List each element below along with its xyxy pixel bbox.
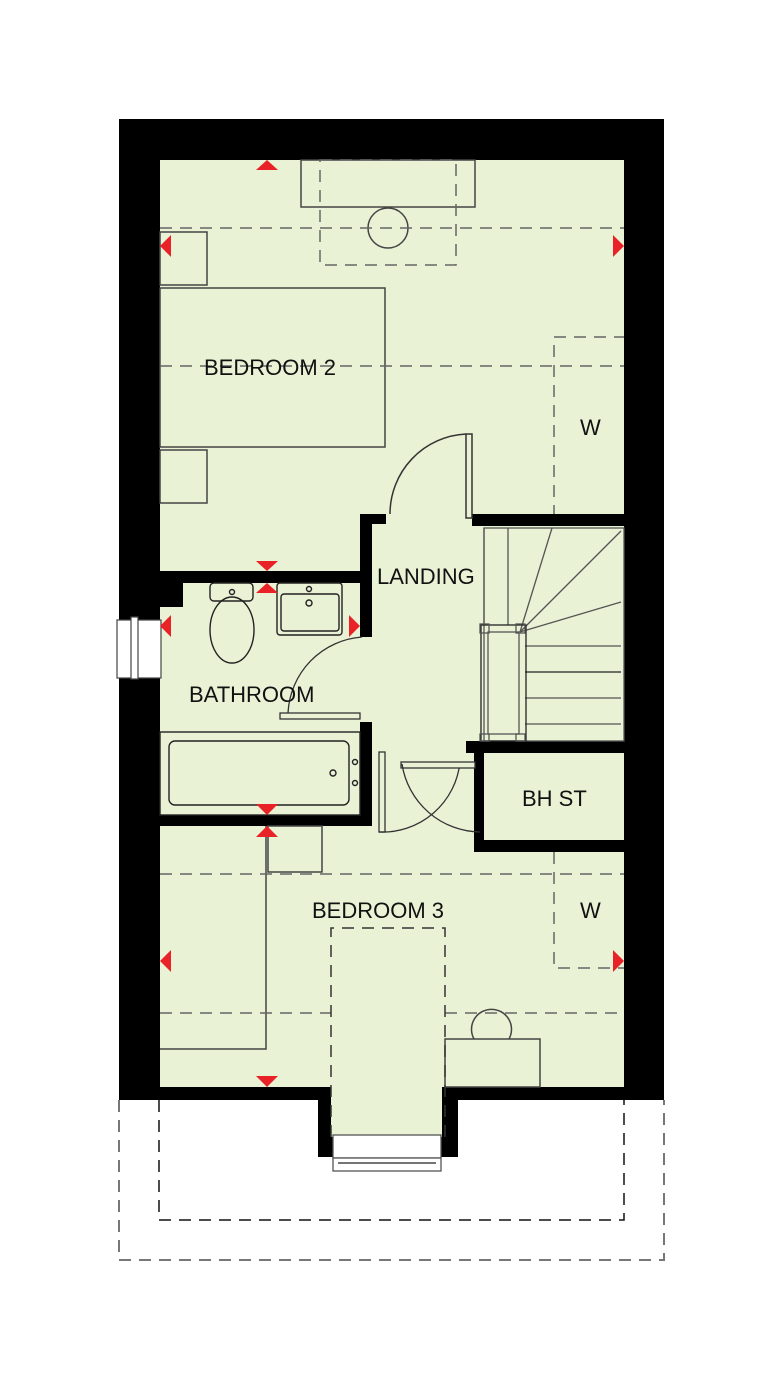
label-bedroom-3: BEDROOM 3	[312, 898, 444, 923]
bedroom2-dashed-lines	[160, 159, 624, 517]
dimension-arrow-icon	[349, 615, 360, 637]
door-bathroom[interactable]	[279, 636, 363, 720]
dimension-arrow-icon	[160, 950, 171, 972]
bedroom3-dashed-lines	[160, 852, 624, 1137]
desk-icon	[444, 1038, 541, 1088]
bedside-table-icon	[267, 825, 323, 873]
label-wardrobe-upper: W	[580, 415, 601, 440]
bed-icon	[160, 826, 267, 1050]
dimension-arrow-icon	[613, 235, 624, 257]
bedside-table-icon	[159, 449, 208, 504]
label-landing: LANDING	[377, 564, 475, 589]
label-bedroom-2: BEDROOM 2	[204, 355, 336, 380]
bathroom-fixtures	[159, 582, 361, 816]
bedroom3-furniture	[160, 825, 541, 1088]
chair-icon	[470, 1008, 513, 1040]
dimension-arrow-icon	[256, 804, 278, 815]
basin-icon	[276, 582, 343, 636]
dimension-arrow-icon	[256, 826, 278, 837]
dimension-arrow-icon	[256, 583, 278, 593]
bathroom-window-icon	[116, 616, 162, 680]
dimension-arrows	[160, 160, 624, 1087]
dimension-arrow-icon	[160, 615, 171, 637]
dimension-arrow-icon	[160, 235, 171, 257]
label-bathroom: BATHROOM	[189, 682, 314, 707]
bedside-table-icon	[159, 231, 208, 286]
staircase-icon	[479, 527, 625, 742]
label-wardrobe-lower: W	[580, 898, 601, 923]
bay-window-icon	[332, 1134, 442, 1172]
dimension-arrow-icon	[613, 950, 624, 972]
door-bedroom2[interactable]	[389, 433, 473, 519]
roof-outline-dashed	[118, 1100, 665, 1261]
door-bedroom3-and-cupboard[interactable]	[378, 751, 481, 833]
dimension-arrow-icon	[256, 561, 278, 571]
dimension-arrow-icon	[256, 160, 278, 170]
interior-walls	[160, 514, 624, 852]
dimension-arrow-icon	[256, 1076, 278, 1087]
toilet-icon	[209, 582, 255, 664]
bed-icon	[159, 287, 386, 448]
label-bh-st: BH ST	[522, 786, 587, 811]
